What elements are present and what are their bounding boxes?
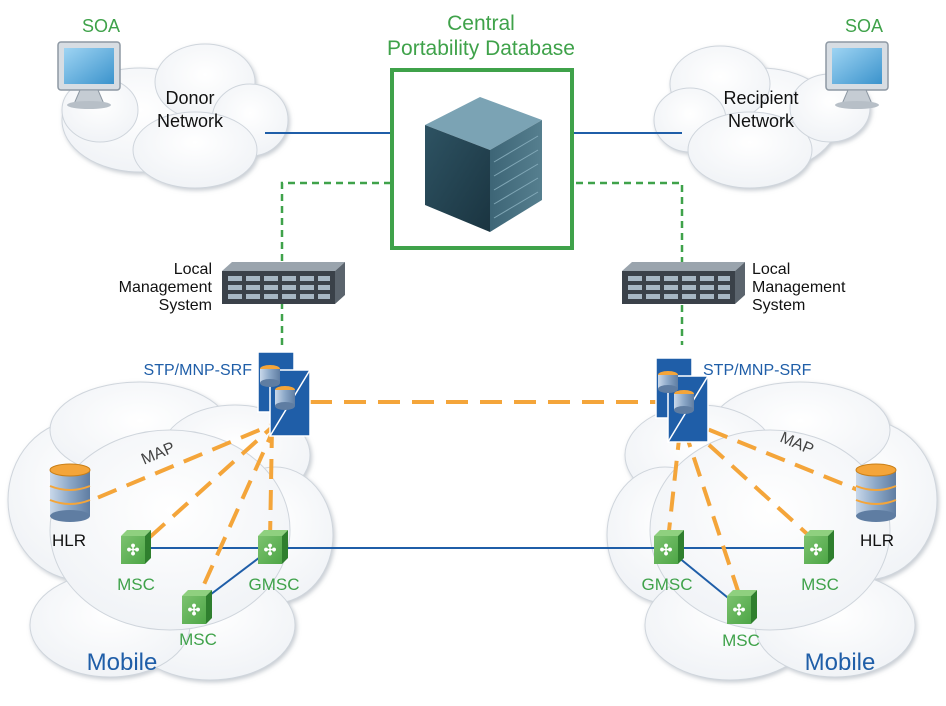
gmsc-left-label: GMSC — [249, 575, 300, 594]
donor-network-label-2: Network — [157, 111, 224, 131]
lms-right-label-2: Management — [752, 279, 846, 296]
svg-text:✣: ✣ — [733, 602, 746, 619]
lms-left-label-3: System — [159, 297, 212, 314]
lms-right-rack-server-icon — [622, 262, 745, 304]
map-orange-links-left — [84, 416, 289, 601]
map-orange-links-right — [666, 416, 869, 601]
lms-left-rack-server-icon — [222, 262, 345, 304]
msc-left-top-label: MSC — [117, 575, 155, 594]
soa-right-monitor-icon — [825, 41, 889, 109]
msc-right-bottom-switch-icon: ✣ — [727, 590, 757, 624]
svg-text:✣: ✣ — [264, 542, 277, 559]
stp-left-unit-icon — [257, 351, 311, 437]
stp-right-label: STP/MNP-SRF — [703, 362, 812, 379]
svg-text:✣: ✣ — [660, 542, 673, 559]
donor-network-label-1: Donor — [165, 88, 214, 108]
recipient-network-label-1: Recipient — [723, 88, 798, 108]
lms-right-label-1: Local — [752, 261, 790, 278]
labels: Central Portability Database SOA SOA Don… — [52, 12, 894, 676]
hlr-left-database-icon — [49, 463, 91, 522]
gmsc-left-switch-icon: ✣ — [258, 530, 288, 564]
lms-left-label-1: Local — [174, 261, 212, 278]
title-line-1: Central — [447, 12, 515, 35]
mobile-left-label: Mobile — [87, 649, 158, 676]
msc-left-bottom-label: MSC — [179, 630, 217, 649]
mobile-right-label: Mobile — [805, 649, 876, 676]
recipient-network-cloud — [653, 45, 871, 189]
mainframe-server-icon — [425, 97, 542, 232]
central-portability-database — [390, 68, 574, 250]
lms-left-label-2: Management — [119, 279, 213, 296]
recipient-network-label-2: Network — [728, 111, 795, 131]
stp-right-unit-icon — [655, 357, 709, 443]
svg-text:✣: ✣ — [188, 602, 201, 619]
msc-left-bottom-switch-icon: ✣ — [182, 590, 212, 624]
hlr-right-database-icon — [855, 463, 897, 522]
lms-right-label-3: System — [752, 297, 805, 314]
svg-text:✣: ✣ — [127, 542, 140, 559]
gmsc-right-label: GMSC — [642, 575, 693, 594]
soa-left-label: SOA — [82, 16, 120, 36]
gmsc-right-switch-icon: ✣ — [654, 530, 684, 564]
title-line-2: Portability Database — [387, 37, 575, 60]
msc-right-top-switch-icon: ✣ — [804, 530, 834, 564]
soa-left-monitor-icon — [57, 41, 121, 109]
stp-left-label: STP/MNP-SRF — [144, 362, 253, 379]
soa-right-label: SOA — [845, 16, 883, 36]
hlr-left-label: HLR — [52, 531, 86, 550]
svg-text:✣: ✣ — [810, 542, 823, 559]
msc-left-top-switch-icon: ✣ — [121, 530, 151, 564]
hlr-right-label: HLR — [860, 531, 894, 550]
msc-right-bottom-label: MSC — [722, 631, 760, 650]
msc-right-top-label: MSC — [801, 575, 839, 594]
